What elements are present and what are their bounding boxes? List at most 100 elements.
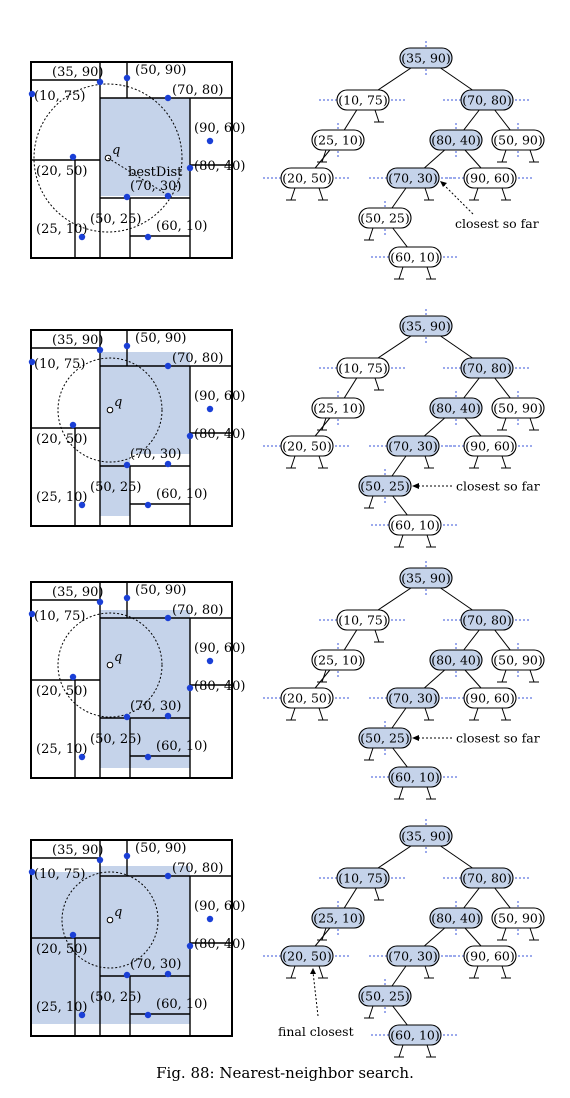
point-marker <box>96 598 104 606</box>
panel-step-2: (35, 90)(50, 90)(10, 75)(70, 80)(90, 60)… <box>28 309 545 548</box>
tree-node-5090: (50, 90) <box>491 123 545 163</box>
point-label: (20, 50) <box>36 432 88 447</box>
empty-child <box>473 707 479 721</box>
point-marker <box>96 856 104 864</box>
arrow-head <box>412 735 419 741</box>
annotation-arrow <box>312 971 319 1017</box>
annotation-label: closest so far <box>455 216 539 231</box>
tree-node-7080: (70, 80) <box>443 357 531 379</box>
point-marker <box>206 405 214 413</box>
tree-node-9060: (90, 60) <box>446 167 534 201</box>
node-capsule <box>336 89 390 111</box>
query-point <box>106 661 114 669</box>
empty-child <box>318 187 324 201</box>
point-label: (80, 40) <box>194 159 246 174</box>
node-label: (90, 60) <box>465 691 515 706</box>
subdivision-panel: (35, 90)(50, 90)(10, 75)(70, 80)(90, 60)… <box>28 61 246 259</box>
tree-node-5090: (50, 90) <box>491 391 545 431</box>
point-label: (80, 40) <box>194 427 246 442</box>
empty-child <box>368 227 374 241</box>
node-label: (10, 75) <box>338 613 388 628</box>
tree-node-1075: (10, 75) <box>319 357 407 391</box>
empty-child <box>368 747 374 761</box>
point-label: (50, 25) <box>90 212 142 227</box>
node-capsule <box>311 129 365 151</box>
point-label: (60, 10) <box>156 997 208 1012</box>
point-label: (10, 75) <box>34 89 86 104</box>
node-label: (25, 10) <box>313 401 363 416</box>
tree-node-1075: (10, 75) <box>319 609 407 643</box>
point-marker <box>96 346 104 354</box>
point-label: (90, 60) <box>194 641 246 656</box>
empty-child <box>501 707 507 721</box>
point-marker <box>69 931 77 939</box>
tree-node-6010: (60, 10) <box>371 514 459 548</box>
point-marker <box>96 78 104 86</box>
empty-child <box>374 377 380 391</box>
empty-child <box>473 187 479 201</box>
empty-child <box>426 786 432 800</box>
point-label: (20, 50) <box>36 164 88 179</box>
point-marker <box>186 942 194 950</box>
subdivision-panel: (35, 90)(50, 90)(10, 75)(70, 80)(90, 60)… <box>28 329 246 527</box>
point-label: (10, 75) <box>34 867 86 882</box>
empty-child <box>368 495 374 509</box>
node-label: (70, 30) <box>388 691 438 706</box>
tree-node-8040: (80, 40) <box>429 391 483 425</box>
empty-child <box>374 109 380 123</box>
arrow-head <box>440 181 447 187</box>
point-marker <box>69 421 77 429</box>
node-capsule <box>336 867 390 889</box>
search-radius-circle <box>33 83 183 233</box>
empty-child <box>424 455 430 469</box>
node-capsule <box>429 397 483 419</box>
node-label: (80, 40) <box>431 133 481 148</box>
empty-child <box>529 669 535 683</box>
searched-cell <box>100 610 190 708</box>
empty-child <box>426 1044 432 1058</box>
node-capsule <box>388 766 442 788</box>
point-marker <box>28 868 36 876</box>
tree-node-3590: (35, 90) <box>399 819 453 853</box>
node-capsule <box>311 397 365 419</box>
empty-child <box>501 927 507 941</box>
node-label: (35, 90) <box>401 319 451 334</box>
node-capsule <box>280 687 334 709</box>
tree-node-2510: (25, 10) <box>311 643 365 683</box>
node-label: (50, 25) <box>360 479 410 494</box>
empty-child <box>501 455 507 469</box>
point-label: (60, 10) <box>156 739 208 754</box>
point-marker <box>78 1011 86 1019</box>
tree-node-5025: (50, 25) <box>358 469 412 509</box>
empty-child <box>501 669 507 683</box>
tree-node-6010: (60, 10) <box>371 246 459 280</box>
tree-node-2050: (20, 50) <box>263 945 351 979</box>
point-label: (25, 10) <box>36 1000 88 1015</box>
empty-child <box>424 965 430 979</box>
point-label: (50, 90) <box>135 841 187 856</box>
node-capsule <box>463 945 517 967</box>
tree-node-8040: (80, 40) <box>429 901 483 935</box>
node-capsule <box>491 907 545 929</box>
point-label: (20, 50) <box>36 942 88 957</box>
tree-node-5090: (50, 90) <box>491 901 545 941</box>
empty-child <box>398 786 404 800</box>
panel-step-1: (35, 90)(50, 90)(10, 75)(70, 80)(90, 60)… <box>28 41 545 280</box>
empty-child <box>398 534 404 548</box>
arrow-head <box>310 968 316 974</box>
node-label: (80, 40) <box>431 911 481 926</box>
point-label: (50, 25) <box>90 480 142 495</box>
point-marker <box>144 753 152 761</box>
tree-node-5025: (50, 25) <box>358 201 412 241</box>
node-capsule <box>386 687 440 709</box>
point-label: (90, 60) <box>194 899 246 914</box>
node-capsule <box>491 649 545 671</box>
node-capsule <box>358 475 412 497</box>
point-marker <box>123 852 131 860</box>
point-marker <box>28 90 36 98</box>
empty-child <box>426 266 432 280</box>
point-label: (60, 10) <box>156 487 208 502</box>
node-capsule <box>336 357 390 379</box>
node-capsule <box>386 945 440 967</box>
node-label: (50, 90) <box>493 401 543 416</box>
